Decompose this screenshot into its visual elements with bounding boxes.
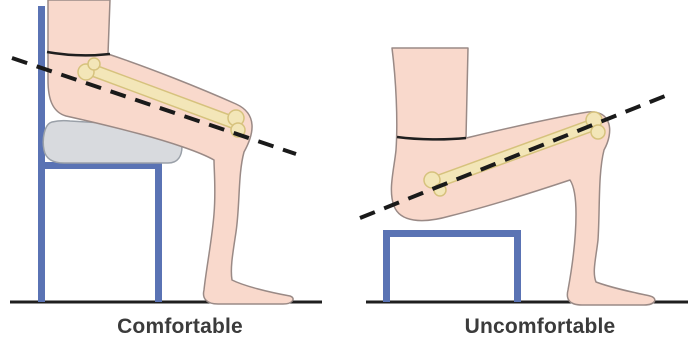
caption-uncomfortable: Uncomfortable [420,312,660,342]
comfortable-panel [10,0,322,304]
stool-right-leg [514,230,521,302]
chair-back-post [38,6,45,302]
caption-comfortable: Comfortable [60,312,300,342]
uncomfortable-panel [360,48,688,305]
stool-left-leg [383,230,390,302]
stool-top [383,230,521,237]
chair-front-leg [155,162,162,302]
